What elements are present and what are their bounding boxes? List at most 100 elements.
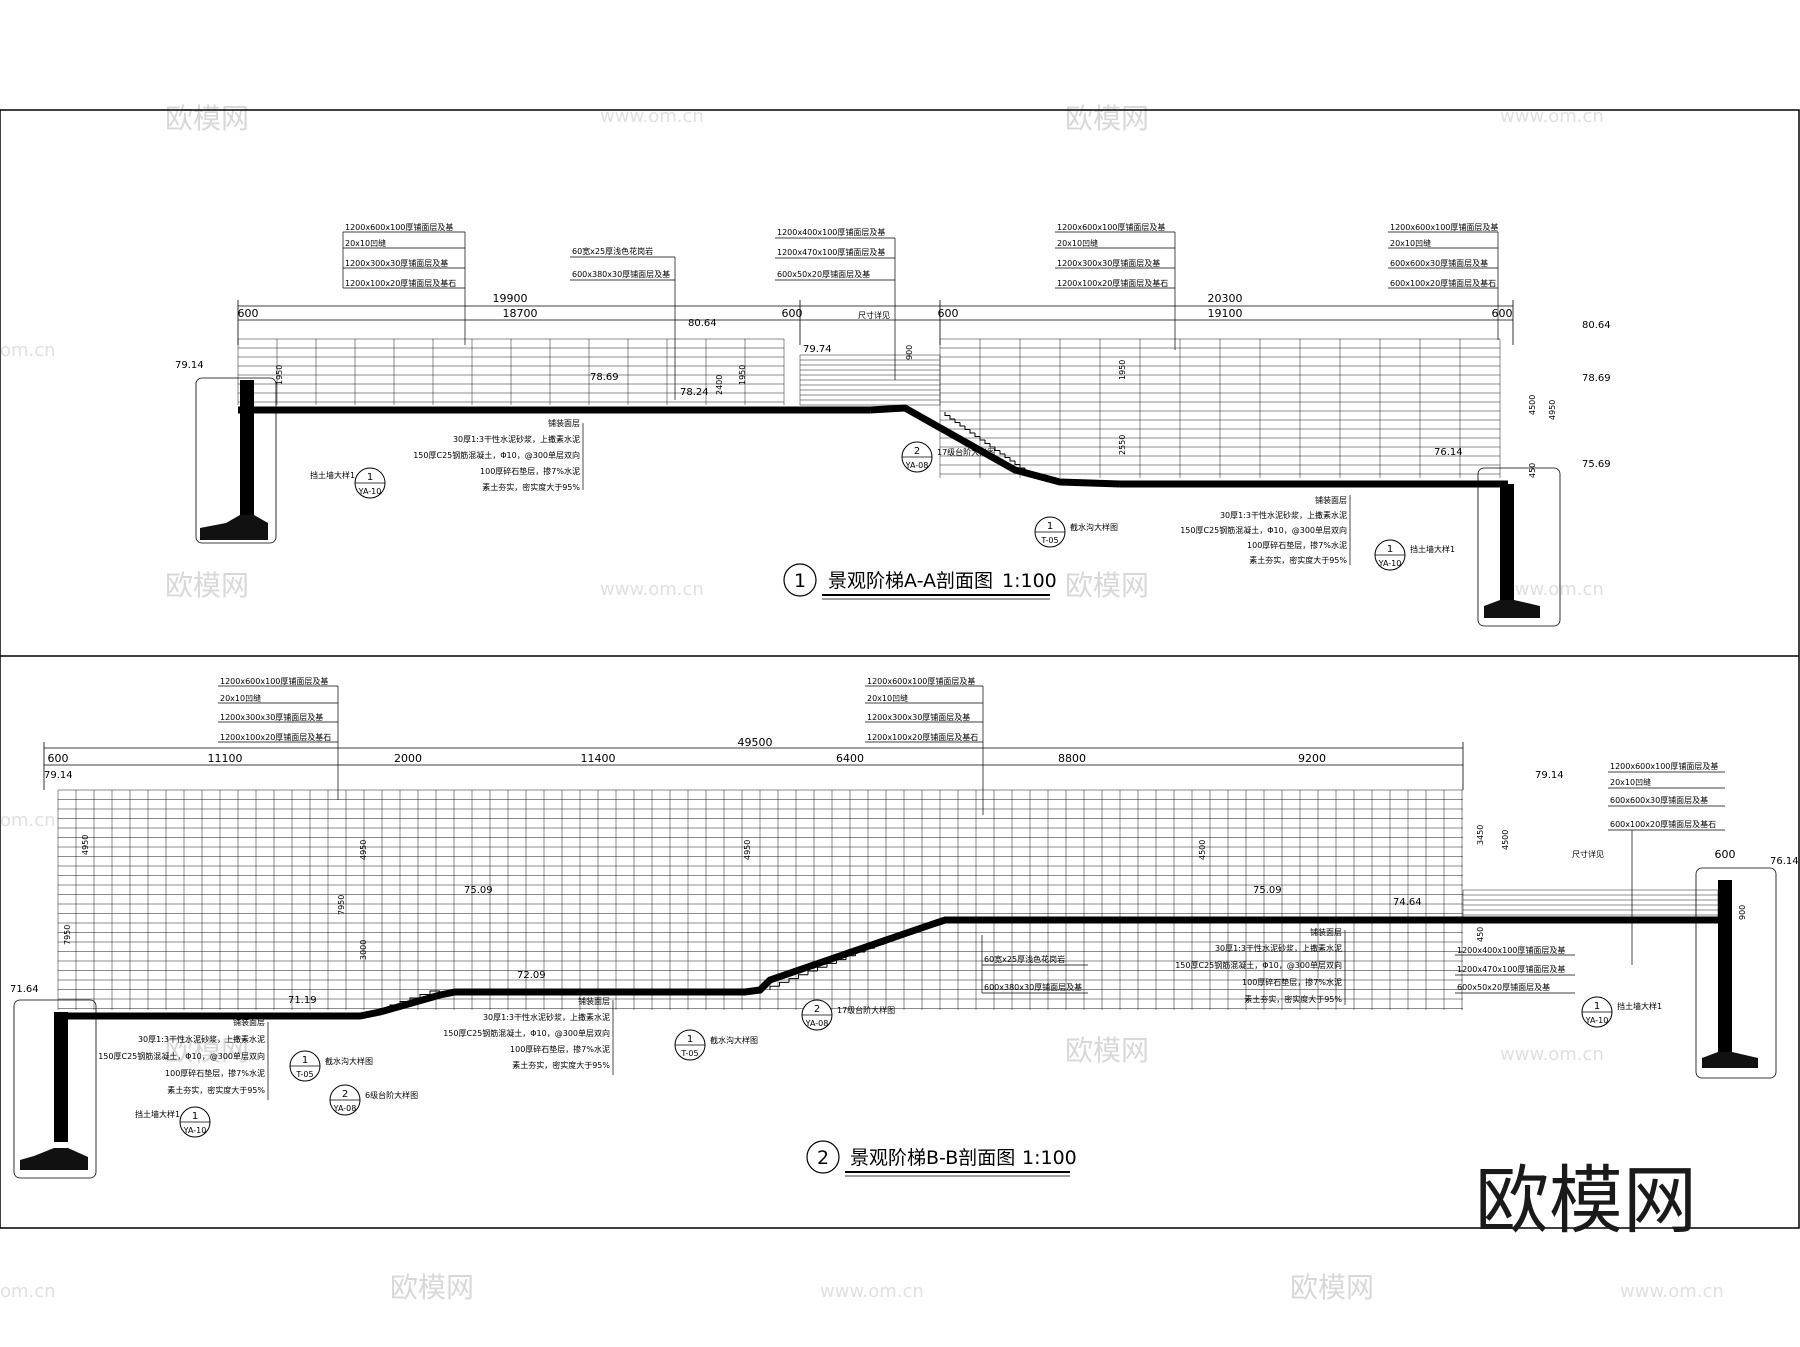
section-b-left-footing bbox=[20, 1148, 88, 1170]
svg-text:铺装面层: 铺装面层 bbox=[1310, 927, 1342, 937]
vert-dim: 2550 bbox=[1118, 435, 1127, 455]
layers-b-mid: 铺装面层 30厚1:3干性水泥砂浆，上撒素水泥 150厚C25钢筋混凝土，Φ10… bbox=[443, 996, 614, 1075]
svg-text:1200x600x100厚铺面层及基: 1200x600x100厚铺面层及基 bbox=[1057, 222, 1165, 232]
svg-text:1: 1 bbox=[1387, 544, 1393, 555]
level-marker: 75.09 bbox=[464, 885, 493, 896]
stair-step bbox=[874, 943, 884, 949]
svg-text:铺装面层: 铺装面层 bbox=[578, 996, 610, 1006]
level-marker: 71.19 bbox=[288, 995, 317, 1006]
level-marker: 79.14 bbox=[175, 360, 204, 371]
watermark-url: om.cn bbox=[0, 810, 56, 831]
svg-text:100厚碎石垫层，掺7%水泥: 100厚碎石垫层，掺7%水泥 bbox=[165, 1068, 265, 1078]
svg-text:YA-10: YA-10 bbox=[358, 487, 382, 496]
svg-text:铺装面层: 铺装面层 bbox=[233, 1017, 265, 1027]
svg-text:150厚C25钢筋混凝土，Φ10，@300单层双向: 150厚C25钢筋混凝土，Φ10，@300单层双向 bbox=[98, 1051, 265, 1061]
svg-text:1200x600x100厚铺面层及基: 1200x600x100厚铺面层及基 bbox=[867, 676, 975, 686]
vert-dim: 4950 bbox=[81, 835, 90, 855]
watermark-text: 欧模网 bbox=[1065, 1034, 1149, 1067]
svg-text:1: 1 bbox=[687, 1034, 693, 1045]
stair-step bbox=[779, 981, 789, 987]
watermark-url: www.om.cn bbox=[1620, 1281, 1724, 1302]
svg-text:YA-08: YA-08 bbox=[905, 461, 929, 470]
watermark-text: 欧模网 bbox=[390, 1271, 474, 1304]
stair-step bbox=[429, 990, 440, 995]
section-a-stair-slab bbox=[869, 404, 1121, 488]
stair-step bbox=[1009, 457, 1015, 462]
dim-sub: 600 bbox=[938, 307, 959, 320]
dim-sub: 600 bbox=[48, 752, 69, 765]
section-b-stair-steps bbox=[379, 924, 932, 1012]
stair-step bbox=[954, 419, 960, 423]
callout-a-mid1: 60宽x25厚浅色花岗岩 600x380x30厚铺面层及基 bbox=[570, 246, 676, 400]
svg-text:30厚1:3干性水泥砂浆，上撒素水泥: 30厚1:3干性水泥砂浆，上撒素水泥 bbox=[1215, 943, 1342, 953]
svg-text:1: 1 bbox=[1594, 1001, 1600, 1012]
svg-text:1200x470x100厚铺面层及基: 1200x470x100厚铺面层及基 bbox=[1457, 964, 1565, 974]
svg-text:素土夯实，密实度大于95%: 素土夯实，密实度大于95% bbox=[482, 482, 580, 492]
stair-step bbox=[788, 978, 799, 983]
svg-text:挡土墙大样1: 挡土墙大样1 bbox=[1617, 1001, 1662, 1011]
svg-text:YA-08: YA-08 bbox=[805, 1019, 829, 1028]
svg-text:尺寸详见: 尺寸详见 bbox=[1572, 849, 1604, 859]
svg-text:600x380x30厚铺面层及基: 600x380x30厚铺面层及基 bbox=[572, 269, 670, 279]
stair-step bbox=[921, 924, 932, 930]
svg-text:铺装面层: 铺装面层 bbox=[1315, 495, 1347, 505]
stair-step bbox=[845, 955, 856, 960]
stair-step bbox=[949, 415, 955, 420]
svg-text:1200x400x100厚铺面层及基: 1200x400x100厚铺面层及基 bbox=[777, 227, 885, 237]
svg-text:20x10凹缝: 20x10凹缝 bbox=[345, 238, 386, 248]
svg-text:100厚碎石垫层，掺7%水泥: 100厚碎石垫层，掺7%水泥 bbox=[1242, 977, 1342, 987]
svg-text:1200x100x20厚铺面层及基石: 1200x100x20厚铺面层及基石 bbox=[220, 732, 331, 742]
stair-step bbox=[969, 429, 975, 434]
layers-b-right: 铺装面层 30厚1:3干性水泥砂浆，上撒素水泥 150厚C25钢筋混凝土，Φ10… bbox=[1175, 927, 1346, 1005]
stair-step bbox=[769, 985, 780, 990]
callout-b-left: 1200x600x100厚铺面层及基 20x10凹缝 1200x300x30厚铺… bbox=[218, 676, 339, 800]
callout-a-right: 1200x600x100厚铺面层及基 20x10凹缝 1200x300x30厚铺… bbox=[1055, 222, 1176, 350]
svg-text:2: 2 bbox=[342, 1089, 348, 1100]
callout-b-right: 1200x600x100厚铺面层及基 20x10凹缝 600x600x30厚铺面… bbox=[1572, 761, 1725, 965]
level-marker: 78.24 bbox=[680, 387, 709, 398]
svg-text:2: 2 bbox=[914, 446, 920, 457]
dim-total: 49500 bbox=[738, 736, 773, 749]
watermark-text: 欧模网 bbox=[165, 1034, 249, 1067]
vert-dim: 1950 bbox=[1118, 360, 1127, 380]
svg-text:600x50x20厚铺面层及基: 600x50x20厚铺面层及基 bbox=[1457, 982, 1550, 992]
svg-text:600x600x30厚铺面层及基: 600x600x30厚铺面层及基 bbox=[1610, 795, 1708, 805]
section-a-right-detail-box bbox=[1477, 467, 1561, 627]
vert-dim: 3450 bbox=[1476, 825, 1485, 845]
vert-dim: 1950 bbox=[275, 365, 284, 385]
section-a-left-footing bbox=[200, 515, 268, 540]
level-marker: 75.09 bbox=[1253, 885, 1282, 896]
svg-text:1: 1 bbox=[1047, 521, 1053, 532]
svg-text:100厚碎石垫层，掺7%水泥: 100厚碎石垫层，掺7%水泥 bbox=[480, 466, 580, 476]
svg-text:景观阶梯A-A剖面图: 景观阶梯A-A剖面图 bbox=[828, 570, 993, 592]
watermark-url: www.om.cn bbox=[1500, 579, 1604, 600]
level-marker: 78.69 bbox=[590, 372, 619, 383]
dim-total-right: 20300 bbox=[1208, 292, 1243, 305]
svg-text:素土夯实，密实度大于95%: 素土夯实，密实度大于95% bbox=[1244, 994, 1342, 1004]
svg-text:2: 2 bbox=[817, 1147, 829, 1169]
svg-text:YA-10: YA-10 bbox=[1585, 1016, 1609, 1025]
stair-step bbox=[399, 1001, 410, 1005]
svg-text:30厚1:3干性水泥砂浆，上撒素水泥: 30厚1:3干性水泥砂浆，上撒素水泥 bbox=[138, 1034, 265, 1044]
svg-text:截水沟大样图: 截水沟大样图 bbox=[325, 1056, 373, 1066]
level-marker: 79.14 bbox=[44, 770, 73, 781]
svg-text:600x100x20厚铺面层及基石: 600x100x20厚铺面层及基石 bbox=[1390, 278, 1496, 288]
svg-text:20x10凹缝: 20x10凹缝 bbox=[1057, 238, 1098, 248]
svg-text:尺寸详见: 尺寸详见 bbox=[858, 310, 890, 320]
callout-a-far-right: 1200x600x100厚铺面层及基 20x10凹缝 600x600x30厚铺面… bbox=[1388, 222, 1498, 340]
svg-text:铺装面层: 铺装面层 bbox=[548, 418, 580, 428]
section-a-right-wall bbox=[1500, 484, 1514, 609]
section-a-paving-grid bbox=[237, 338, 1501, 478]
svg-text:1200x400x100厚铺面层及基: 1200x400x100厚铺面层及基 bbox=[1457, 945, 1565, 955]
section-a-left-detail-box bbox=[195, 377, 277, 544]
stair-step bbox=[902, 932, 913, 937]
watermark-url: www.om.cn bbox=[1500, 1044, 1604, 1065]
svg-text:1:100: 1:100 bbox=[1002, 570, 1057, 592]
watermark-text: 欧模网 bbox=[165, 569, 249, 602]
svg-text:1200x600x100厚铺面层及基: 1200x600x100厚铺面层及基 bbox=[1390, 222, 1498, 232]
svg-text:600x100x20厚铺面层及基石: 600x100x20厚铺面层及基石 bbox=[1610, 819, 1716, 829]
svg-text:YA-10: YA-10 bbox=[1378, 559, 1402, 568]
section-a-stair-steps bbox=[944, 412, 1030, 472]
svg-text:1: 1 bbox=[794, 570, 806, 592]
